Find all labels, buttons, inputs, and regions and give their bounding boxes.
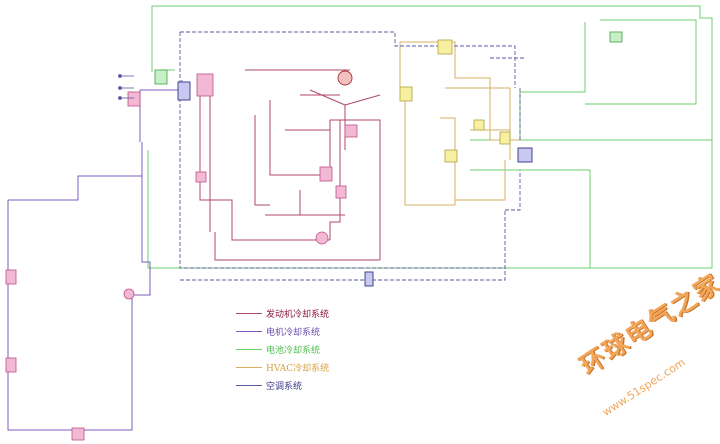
battery-left-branch	[147, 69, 175, 268]
condenser-component	[444, 149, 458, 163]
hvac-loop	[399, 41, 520, 206]
ac-components	[177, 70, 533, 287]
legend-label-motor: 电机冷却系统	[266, 327, 321, 338]
components	[5, 73, 358, 441]
legend-swatch-engine	[236, 312, 262, 314]
motor-main	[7, 142, 151, 431]
pump-component	[195, 171, 207, 183]
legend-label-hvac: HVAC冷却系统	[266, 363, 330, 374]
engine-cooling-loop	[199, 69, 381, 261]
motor-cooling-loop	[7, 80, 183, 431]
compressor-component	[177, 81, 191, 101]
legend-swatch-motor	[236, 330, 262, 332]
pump-circle-component	[315, 231, 329, 245]
evaporator-component	[437, 39, 453, 55]
accumulator-component	[517, 147, 533, 163]
heat-exchanger-component	[319, 166, 333, 182]
legend-item-hvac: HVAC冷却系统	[236, 358, 386, 376]
battery-outer-loop	[147, 5, 713, 269]
legend: 发动机冷却系统 电机冷却系统 电池冷却系统 HVAC冷却系统 空调系统	[236, 304, 386, 394]
engine-mid	[209, 78, 300, 232]
motor-component	[5, 357, 17, 373]
inverter-component	[71, 427, 85, 441]
chiller-component	[399, 86, 413, 102]
thermostat-component	[337, 70, 353, 86]
engine-block-component	[344, 124, 358, 138]
battery-components	[154, 31, 623, 85]
legend-swatch-hvac	[236, 366, 262, 368]
valve-component	[335, 185, 347, 199]
legend-item-battery: 电池冷却系统	[236, 340, 386, 358]
battery-pump-component	[609, 31, 623, 43]
receiver-component	[364, 271, 374, 287]
motor-top	[139, 80, 183, 142]
charger-component	[123, 288, 135, 300]
hvac-main	[399, 41, 520, 206]
battery-right-branch	[470, 139, 712, 268]
ac-loop	[179, 31, 525, 281]
legend-swatch-battery	[236, 348, 262, 350]
heater-component	[473, 119, 485, 131]
battery-inner-top	[519, 19, 697, 140]
engine-outer	[199, 78, 381, 261]
expansion-valve-component	[499, 131, 511, 145]
legend-label-ac: 空调系统	[266, 381, 303, 392]
ac-top	[179, 31, 516, 269]
battery-radiator-component	[154, 69, 168, 85]
legend-item-ac: 空调系统	[236, 376, 386, 394]
legend-item-engine: 发动机冷却系统	[236, 304, 386, 322]
hvac-components	[399, 39, 511, 163]
port-markers	[118, 74, 134, 100]
radiator-component	[196, 73, 214, 97]
legend-label-battery: 电池冷却系统	[266, 345, 321, 356]
battery-pack-component	[5, 269, 17, 285]
ac-bottom	[180, 268, 506, 281]
legend-item-motor: 电机冷却系统	[236, 322, 386, 340]
dcdc-component	[127, 91, 141, 107]
legend-swatch-ac	[236, 384, 262, 386]
ac-right	[490, 57, 525, 211]
legend-label-engine: 发动机冷却系统	[266, 309, 330, 320]
battery-cooling-loop	[147, 5, 713, 269]
